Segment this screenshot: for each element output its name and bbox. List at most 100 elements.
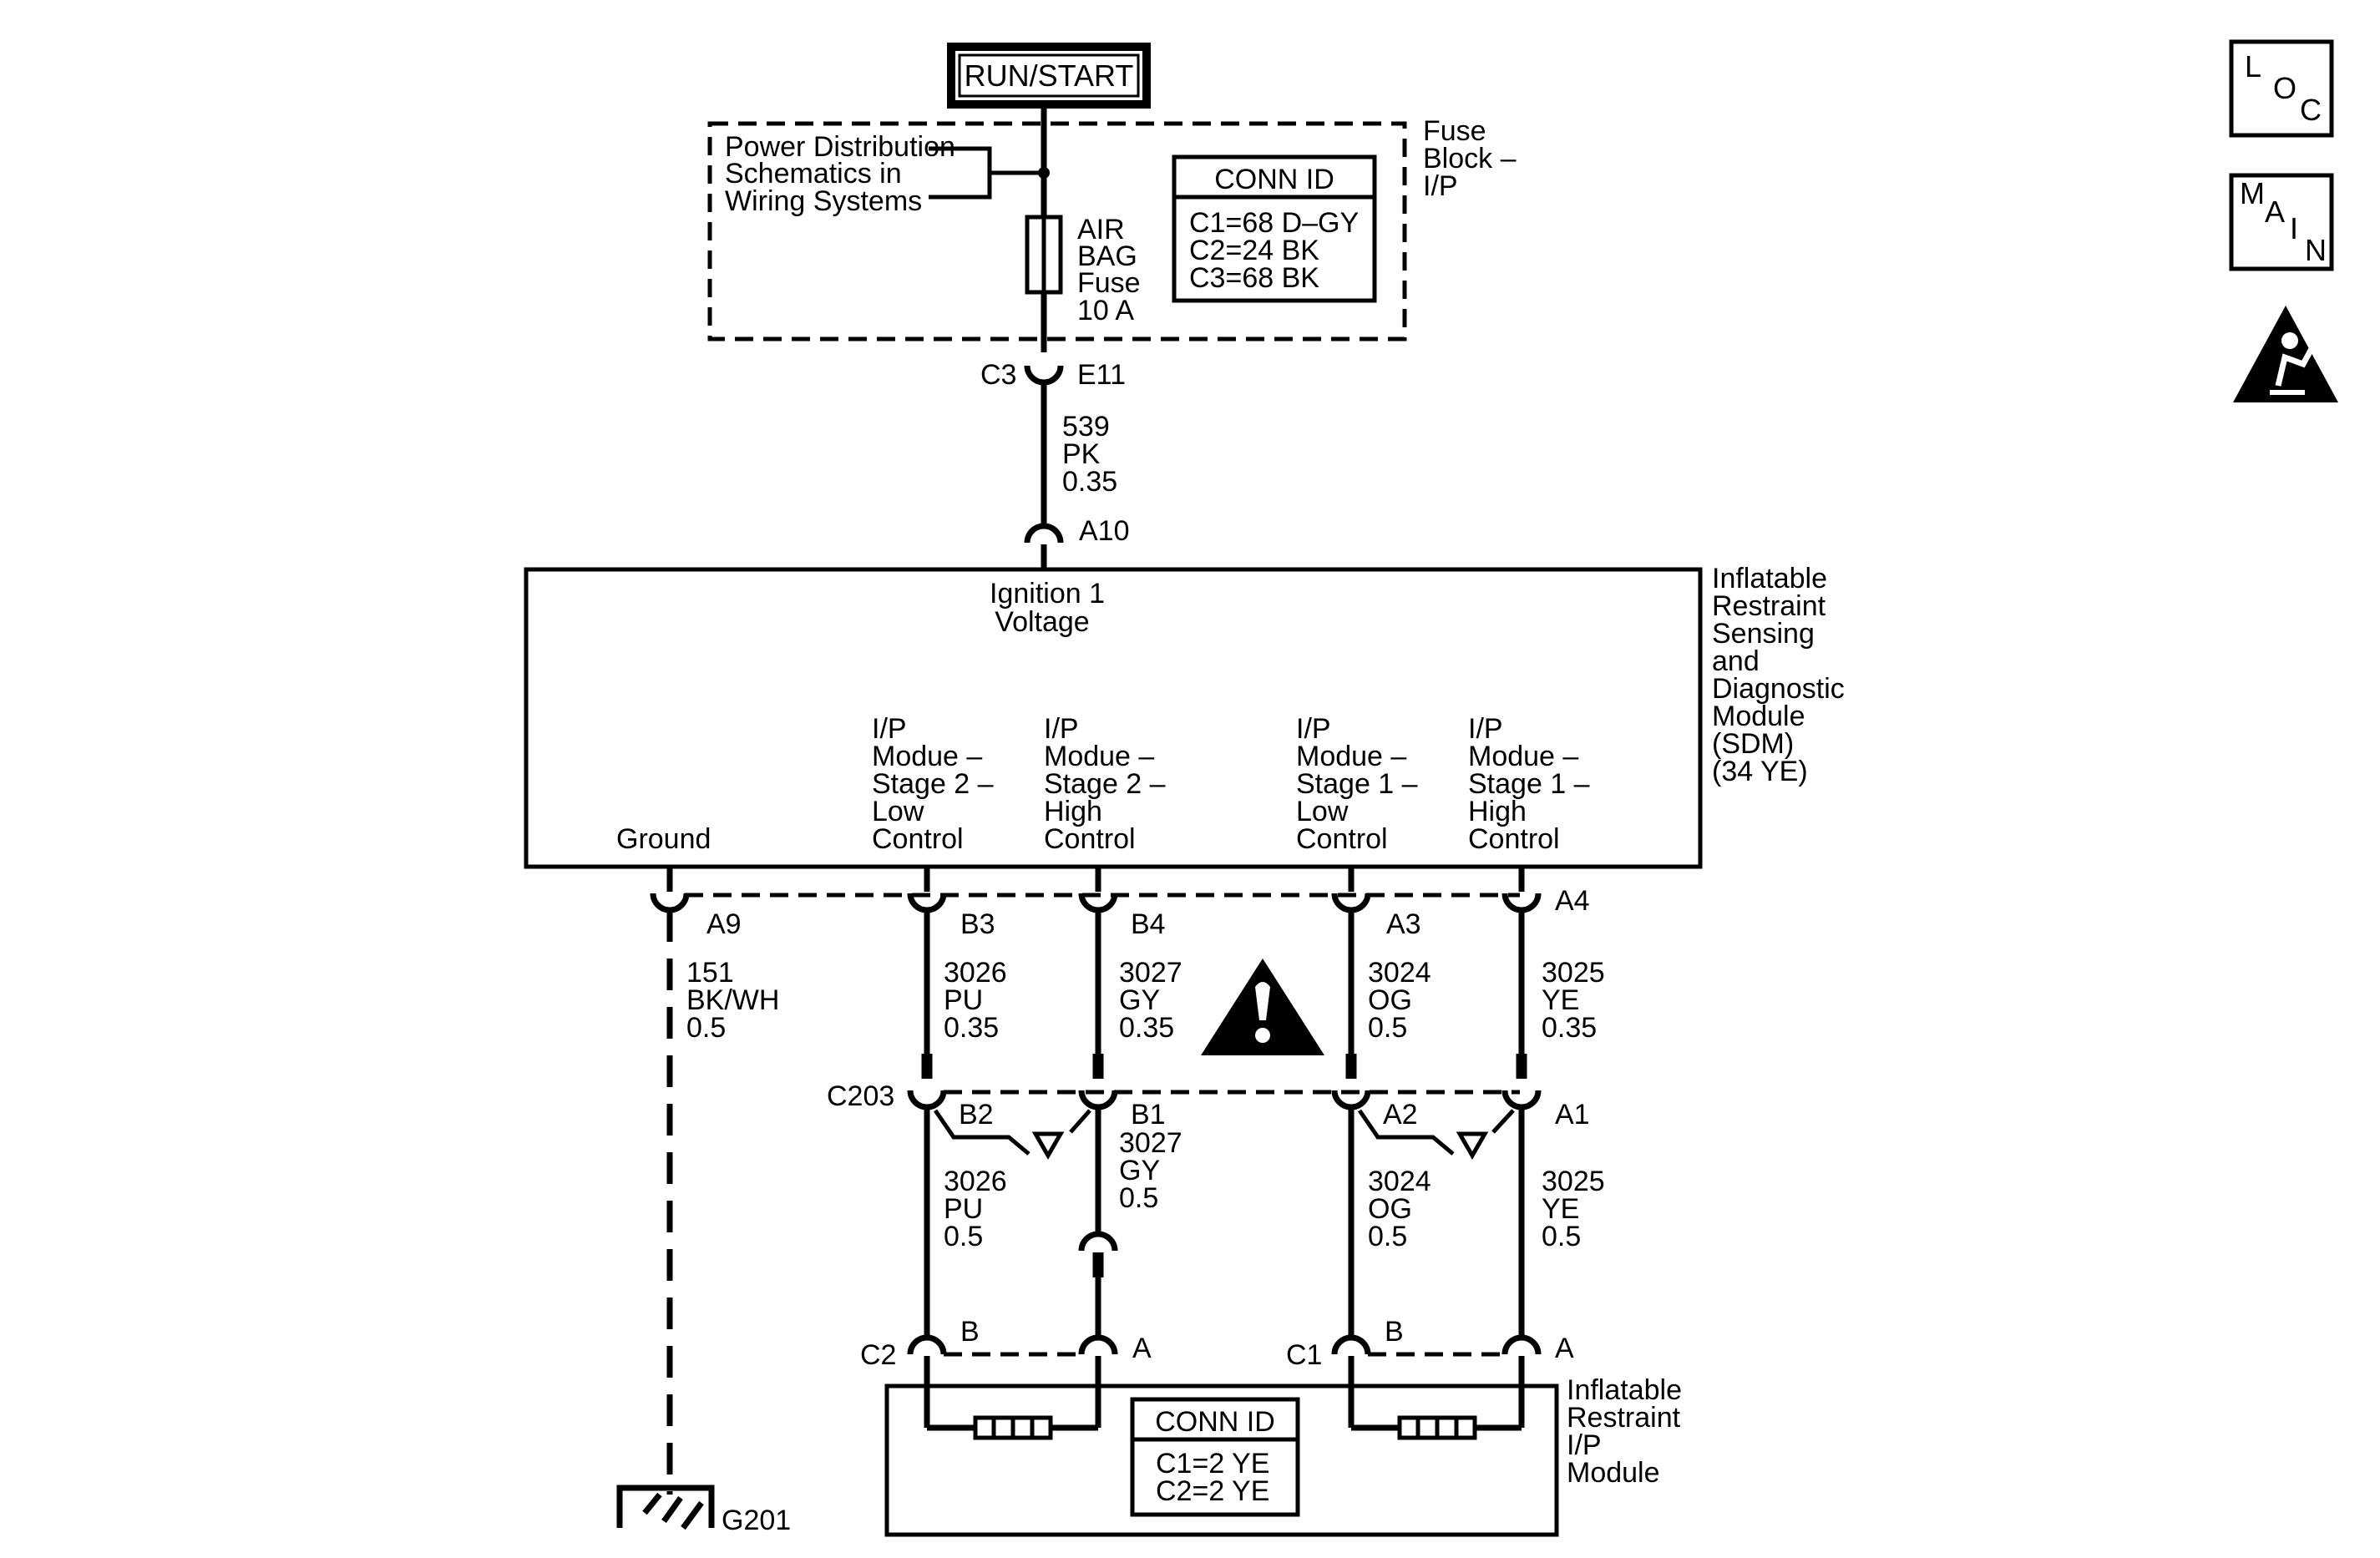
main-letter-m: M [2240,176,2265,210]
main-letter-a: A [2265,195,2285,229]
svg-text:3025: 3025 [1542,1166,1605,1197]
sdm-stage1-low-label: I/P Modue – Stage 1 – Low Control [1296,713,1418,855]
svg-text:PU: PU [944,984,983,1016]
upper-signal-wires [921,910,1527,1079]
wire-3026-lower-label: 3026 PU 0.5 [944,1166,1007,1252]
svg-text:CONN ID: CONN ID [1155,1406,1275,1438]
fuse-label: AIR BAG Fuse 10 A [1077,214,1141,326]
svg-text:C2=24 BK: C2=24 BK [1189,235,1319,266]
svg-text:PK: PK [1062,438,1101,470]
svg-text:(34 YE): (34 YE) [1712,756,1808,787]
svg-text:High: High [1044,796,1102,827]
c203-a1-label: A1 [1555,1099,1590,1131]
airbag-warning-icon[interactable] [2233,306,2338,402]
fuse-block-boundary [707,121,1407,341]
svg-text:C3=68 BK: C3=68 BK [1189,262,1319,294]
svg-text:Modue –: Modue – [1296,741,1406,772]
svg-text:and: and [1712,645,1760,677]
a10-label: A10 [1079,515,1130,547]
svg-text:Diagnostic: Diagnostic [1712,673,1845,705]
loc-letter-o: O [2273,71,2296,105]
ip-module-name-label: Inflatable Restraint I/P Module [1567,1374,1682,1489]
wire-3025-upper-label: 3025 YE 0.35 [1542,957,1605,1044]
c203-a2-label: A2 [1383,1099,1418,1131]
svg-text:0.5: 0.5 [1368,1221,1407,1252]
svg-text:Low: Low [1296,796,1349,827]
svg-text:GY: GY [1119,1155,1160,1186]
c1-b-label: B [1385,1316,1404,1348]
svg-text:OG: OG [1368,1193,1412,1225]
svg-text:OG: OG [1368,984,1412,1016]
svg-text:(SDM): (SDM) [1712,728,1794,760]
loc-button[interactable]: L O C [2229,39,2334,138]
svg-text:I/P: I/P [1296,713,1331,745]
svg-text:Stage 2 –: Stage 2 – [872,768,994,800]
c1-a-label: A [1555,1333,1574,1364]
sdm-stage2-low-label: I/P Modue – Stage 2 – Low Control [872,713,994,855]
shorting-bar-stage1 [1357,1109,1515,1161]
svg-text:Modue –: Modue – [1044,741,1154,772]
svg-text:Schematics in: Schematics in [725,158,902,190]
c203-b1-label: B1 [1131,1099,1166,1131]
svg-text:3026: 3026 [944,1166,1007,1197]
pin-a3-label: A3 [1386,908,1421,940]
c2-b-label: B [960,1316,980,1348]
main-letter-n: N [2305,233,2327,267]
ground-g201-label: G201 [722,1505,791,1536]
svg-text:I/P: I/P [872,713,907,745]
svg-text:Power Distribution: Power Distribution [725,131,955,163]
c203-b2-label: B2 [959,1099,994,1131]
svg-text:Restraint: Restraint [1567,1402,1681,1434]
wire-3027-upper-label: 3027 GY 0.35 [1119,957,1182,1044]
lower-signal-wires [924,1107,1525,1339]
wire-3024-lower-label: 3024 OG 0.5 [1368,1166,1431,1252]
wire-3027-lower-label: 3027 GY 0.5 [1119,1127,1182,1214]
sdm-connector-pins [650,867,1542,913]
main-button[interactable]: M A I N [2229,173,2334,271]
svg-text:C1=68 D–GY: C1=68 D–GY [1189,207,1359,239]
ground-symbol-icon [616,1485,715,1530]
fuse-block-conn-id: CONN ID C1=68 D–GY C2=24 BK C3=68 BK [1172,154,1377,303]
svg-text:I/P: I/P [1567,1429,1602,1461]
svg-text:YE: YE [1542,1193,1579,1225]
svg-text:Modue –: Modue – [872,741,982,772]
svg-text:Stage 1 –: Stage 1 – [1468,768,1590,800]
svg-text:BAG: BAG [1077,240,1137,272]
c2-a-label: A [1132,1333,1152,1364]
power-distribution-text: Power Distribution Schematics in Wiring … [725,131,955,217]
svg-text:Module: Module [1567,1457,1660,1489]
run-start-box: RUN/START [947,43,1151,109]
svg-text:YE: YE [1542,984,1579,1016]
svg-text:0.5: 0.5 [686,1012,726,1044]
svg-text:Control: Control [872,823,964,855]
sdm-stage2-high-label: I/P Modue – Stage 2 – High Control [1044,713,1166,855]
svg-text:Voltage: Voltage [995,606,1089,638]
ip-module-inner-wiring [924,1386,1525,1431]
c3-label: C3 [980,359,1016,391]
svg-text:BK/WH: BK/WH [686,984,779,1016]
sdm-ignition-label: Ignition 1 Voltage [990,578,1105,638]
svg-text:3024: 3024 [1368,957,1431,989]
svg-text:0.35: 0.35 [1062,466,1117,498]
svg-text:High: High [1468,796,1527,827]
loc-letter-l: L [2245,49,2261,83]
svg-text:Module: Module [1712,701,1805,732]
svg-text:3024: 3024 [1368,1166,1431,1197]
run-start-label: RUN/START [965,58,1134,93]
svg-text:Modue –: Modue – [1468,741,1578,772]
wire-3026-upper-label: 3026 PU 0.35 [944,957,1007,1044]
svg-text:0.35: 0.35 [1119,1012,1174,1044]
svg-text:Inflatable: Inflatable [1712,563,1827,594]
ip-module-conn-id: CONN ID C1=2 YE C2=2 YE [1130,1397,1300,1517]
c203-connector-pins [907,1090,1542,1110]
c3-connector-symbol [1024,365,1064,386]
sdm-stage1-high-label: I/P Modue – Stage 1 – High Control [1468,713,1590,855]
svg-text:3026: 3026 [944,957,1007,989]
svg-text:3027: 3027 [1119,1127,1182,1159]
svg-text:Fuse: Fuse [1423,115,1486,147]
svg-text:C2=2 YE: C2=2 YE [1156,1475,1269,1507]
svg-text:0.5: 0.5 [1368,1012,1407,1044]
wire-3024-upper-label: 3024 OG 0.5 [1368,957,1431,1044]
squib-stage2-icon [973,1415,1053,1440]
svg-text:0.5: 0.5 [944,1221,983,1252]
